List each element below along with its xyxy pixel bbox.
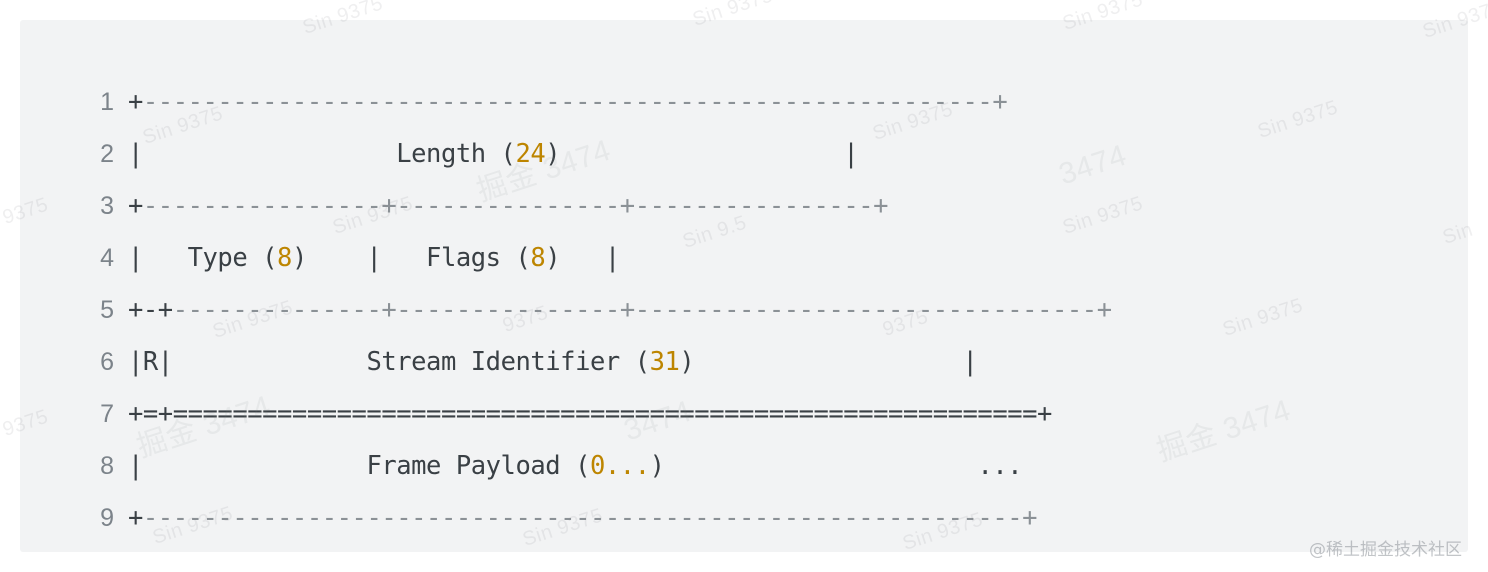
ascii-rule: ---------------- [634, 191, 874, 221]
ascii-rule: ----------------------------------------… [142, 87, 993, 117]
ascii-rule: ------------------------------- [634, 295, 1097, 325]
line-number: 5 [100, 296, 114, 324]
code-line-text: | Frame Payload (0...) ... [128, 440, 1023, 492]
bit-width-value: 31 [649, 347, 680, 377]
ascii-text: | [560, 139, 859, 169]
ascii-rule: + [619, 191, 635, 221]
line-number: 3 [100, 192, 114, 220]
code-line: 8 | Frame Payload (0...) ... [20, 440, 1112, 492]
ascii-rule-strong: + [128, 503, 143, 533]
code-line-text: +---------------------------------------… [128, 76, 1008, 128]
code-line: 3+----------------+---------------+-----… [20, 180, 1112, 232]
code-line: 7 +=+====================================… [20, 388, 1112, 440]
ascii-text: ) [545, 139, 561, 169]
code-line-text: | Length (24) | [128, 128, 859, 180]
bit-width-value: 8 [277, 243, 292, 273]
ascii-rule: ----------------------------------------… [142, 503, 1023, 533]
ascii-rule: + [381, 191, 397, 221]
code-line: 9 +--------------------------------------… [20, 492, 1112, 544]
ascii-text: |R| [128, 347, 173, 377]
ascii-rule: + [873, 191, 889, 221]
ascii-text: | [694, 347, 978, 377]
code-line: 1 +--------------------------------------… [20, 76, 1112, 128]
line-number: 4 [100, 244, 114, 272]
ascii-text: ) [649, 451, 665, 481]
code-line-text: +---------------------------------------… [128, 492, 1038, 544]
ascii-text: Stream Identifier ( [172, 347, 650, 377]
ascii-rule-strong: + [128, 87, 143, 117]
line-number: 1 [100, 88, 114, 116]
line-number: 2 [100, 140, 114, 168]
code-line-text: | Type (8) | Flags (8) | [128, 232, 620, 284]
ascii-rule: ---------------- [142, 191, 382, 221]
line-number: 8 [100, 452, 114, 480]
code-line-text: +=+=====================================… [128, 388, 1052, 440]
code-line: 5+-+--------------+---------------+-----… [20, 284, 1112, 336]
ascii-text: | [128, 451, 143, 481]
line-number: 6 [100, 348, 114, 376]
ascii-rule-strong: +-+ [128, 295, 173, 325]
code-line-text: +----------------+---------------+------… [128, 180, 888, 232]
code-line: 4| Type (8) | Flags (8) | [20, 232, 1112, 284]
ascii-text: Frame Payload ( [142, 451, 590, 481]
bit-width-value: 24 [515, 139, 546, 169]
code-line-text: +-+--------------+---------------+------… [128, 284, 1112, 336]
ascii-rule: + [992, 87, 1008, 117]
ascii-rule: + [619, 295, 635, 325]
bit-width-value: 0... [589, 451, 650, 481]
ascii-rule: + [1022, 503, 1038, 533]
bit-width-value: 8 [530, 243, 546, 273]
ascii-rule-strong: +=+=====================================… [128, 399, 1052, 429]
code-block[interactable]: 1+--------------------------------------… [20, 20, 1468, 552]
ascii-text: ) [679, 347, 695, 377]
ascii-rule: --------------- [396, 191, 620, 221]
ascii-rule: -------------- [172, 295, 382, 325]
ascii-text: ) | Flags ( [291, 243, 531, 273]
ascii-text: Length ( [142, 139, 516, 169]
ascii-rule: + [1096, 295, 1112, 325]
ascii-text: | [128, 139, 143, 169]
ascii-rule-strong: + [128, 191, 143, 221]
code-line: 2 | Length (24) | [20, 128, 1112, 180]
line-number: 7 [100, 400, 114, 428]
code-line: 6 |R| Stream Identifier (31) | [20, 336, 1112, 388]
code-line-text: |R| Stream Identifier (31) | [128, 336, 978, 388]
ascii-text: ) | [545, 243, 620, 273]
ascii-rule: + [381, 295, 397, 325]
line-number: 9 [100, 504, 114, 532]
site-credit-watermark: @稀土掘金技术社区 [1309, 540, 1462, 560]
ascii-text: ... [664, 451, 1023, 481]
code-lines-container: 1+--------------------------------------… [20, 20, 1112, 544]
ascii-rule: --------------- [396, 295, 620, 325]
ascii-text: | Type ( [128, 243, 278, 273]
